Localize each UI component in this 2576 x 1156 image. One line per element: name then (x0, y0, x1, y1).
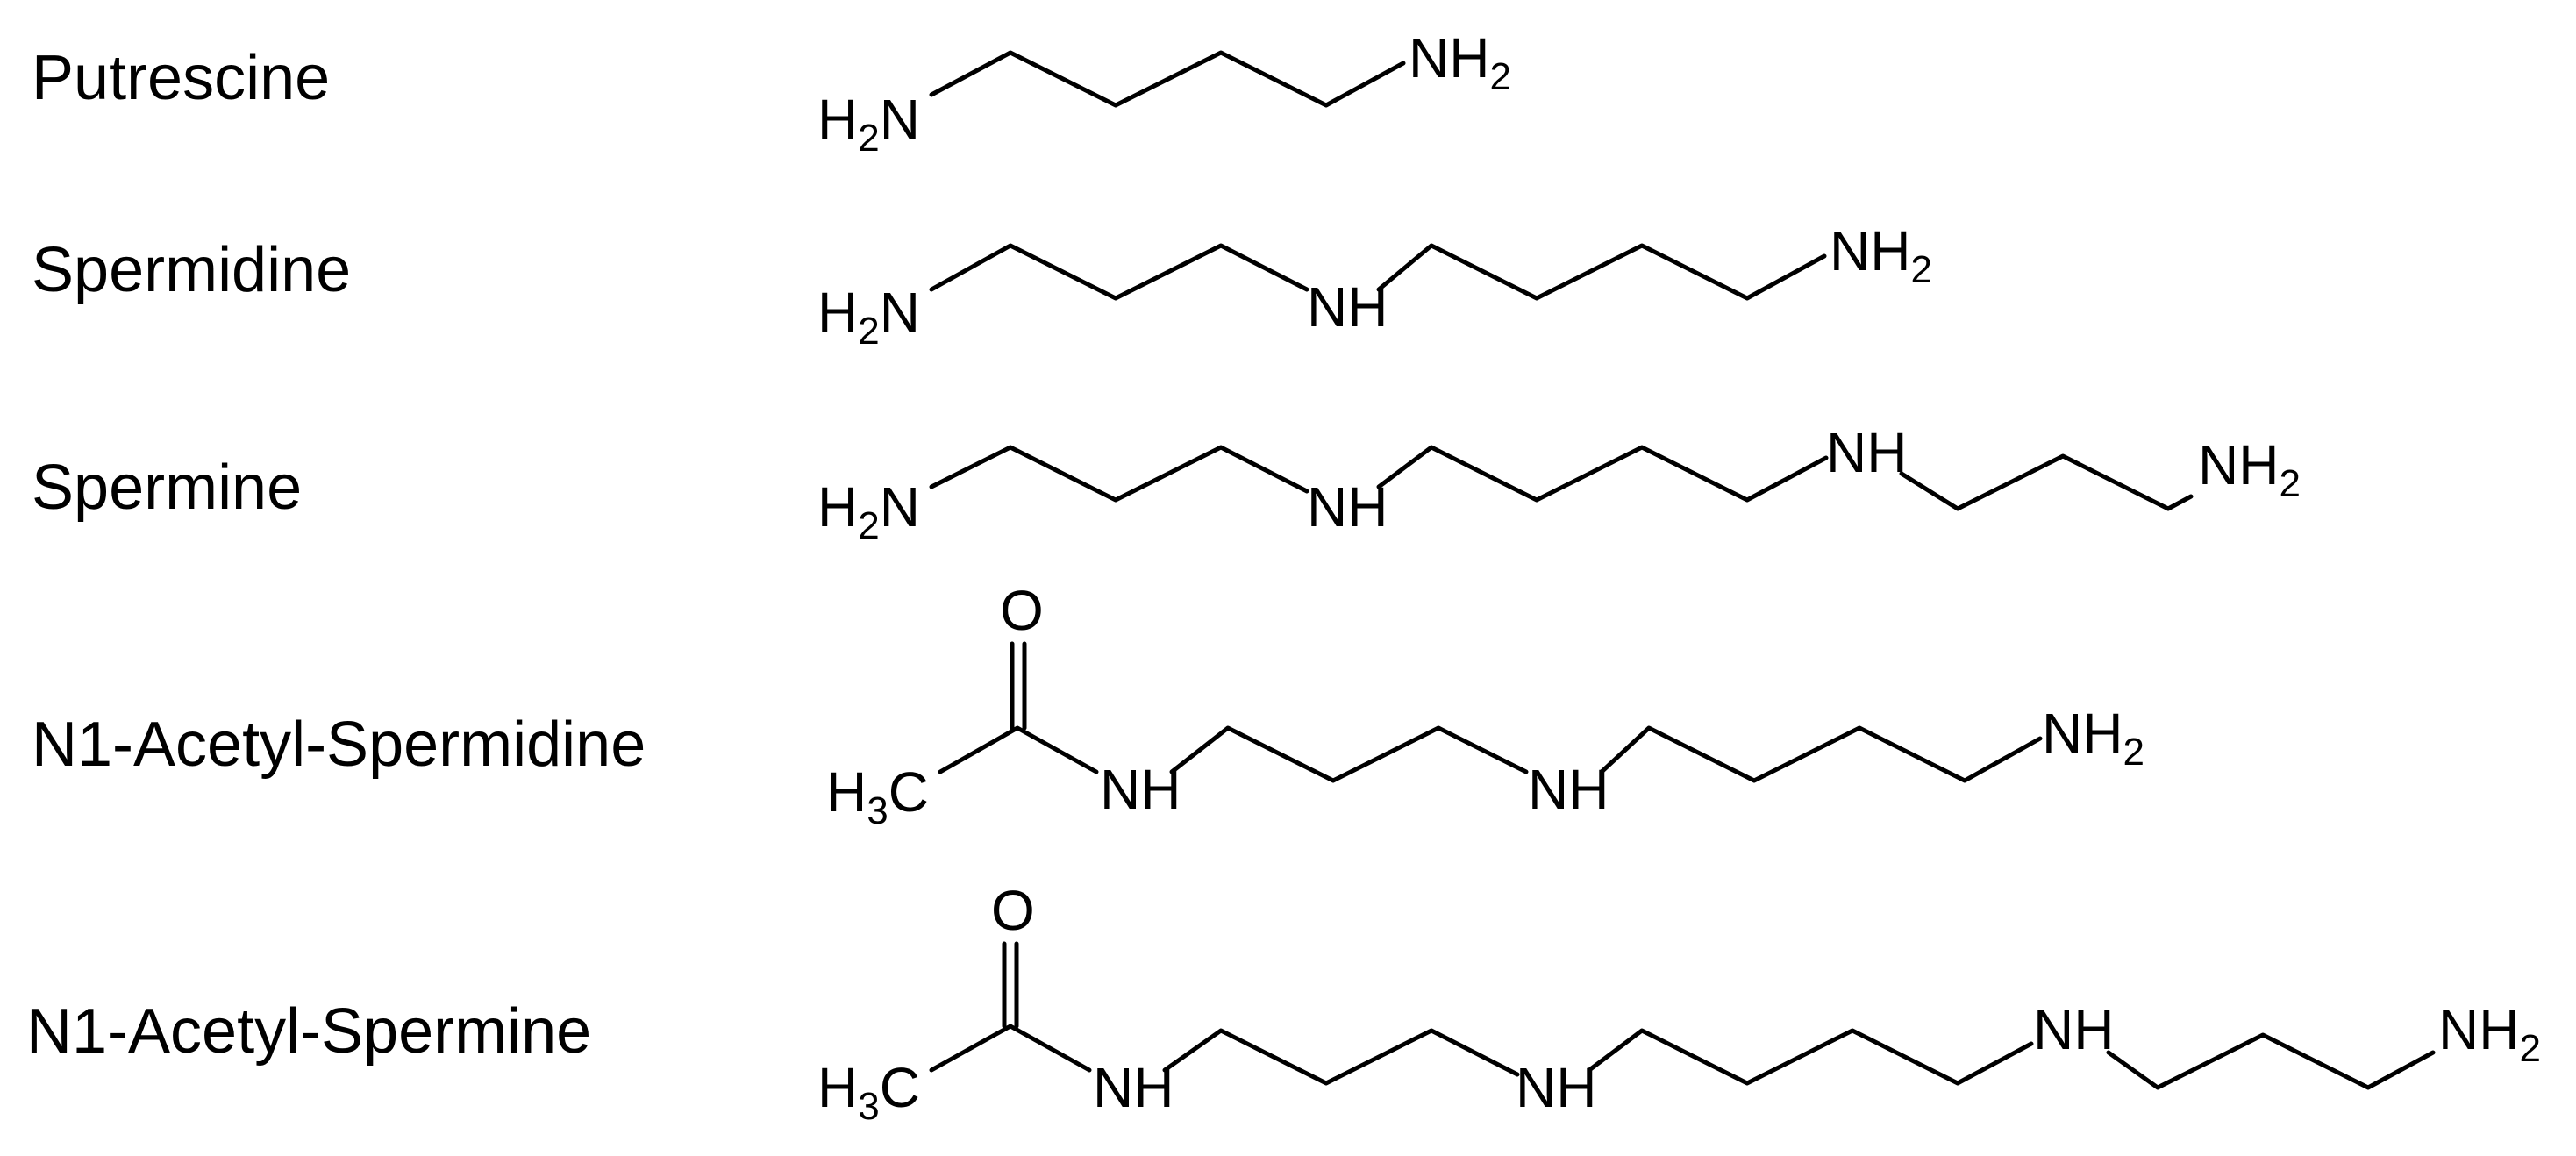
propyl-chain-left (1162, 1028, 1520, 1086)
group-amide-nh: NH (1093, 1056, 1174, 1119)
group-nh2: NH2 (2198, 433, 2301, 505)
propyl-chain (1169, 725, 1529, 783)
group-nh: NH (1307, 275, 1388, 339)
compound-putrescine: Putrescine H2N NH2 (32, 26, 1511, 160)
carbon-chain (929, 50, 1406, 108)
group-h2n: H2N (817, 475, 920, 547)
propyl-chain-left (929, 445, 1309, 503)
group-nh-1: NH (1516, 1056, 1596, 1119)
propyl-chain-right (2106, 1032, 2436, 1090)
compound-name-putrescine: Putrescine (32, 43, 330, 113)
compound-name-n1-acetyl-spermidine: N1-Acetyl-Spermidine (32, 710, 646, 780)
group-nh-1: NH (1307, 475, 1388, 539)
group-carbonyl-o: O (991, 879, 1035, 942)
propyl-chain (929, 243, 1309, 301)
compound-n1-acetyl-spermine: N1-Acetyl-Spermine O H3C NH NH NH NH2 (26, 879, 2541, 1128)
butyl-chain (1599, 725, 2043, 783)
acetyl-bonds (929, 1024, 1092, 1073)
group-nh2: NH2 (2438, 998, 2541, 1070)
butyl-chain (1587, 1028, 2034, 1086)
group-carbonyl-o: O (1000, 579, 1044, 642)
group-amide-nh: NH (1100, 758, 1181, 821)
compound-n1-acetyl-spermidine: N1-Acetyl-Spermidine O H3C NH NH NH2 (32, 579, 2144, 832)
group-h2n: H2N (817, 88, 920, 160)
group-nh: NH (1528, 758, 1609, 821)
compound-name-n1-acetyl-spermine: N1-Acetyl-Spermine (26, 996, 591, 1067)
acetyl-bonds (938, 725, 1099, 774)
group-nh-2: NH (2033, 998, 2114, 1061)
group-nh2: NH2 (2042, 702, 2144, 774)
compound-name-spermine: Spermine (32, 453, 302, 523)
compound-spermine: Spermine H2N NH NH NH2 (32, 421, 2301, 547)
group-h3c: H3C (817, 1056, 920, 1128)
group-nh-2: NH (1826, 421, 1907, 484)
group-h3c: H3C (826, 760, 929, 832)
butyl-chain (1376, 243, 1827, 301)
propyl-chain-right (1899, 453, 2194, 511)
compound-spermidine: Spermidine H2N NH NH2 (32, 219, 1932, 353)
butyl-chain (1376, 445, 1829, 503)
group-nh2: NH2 (1409, 26, 1511, 98)
compound-name-spermidine: Spermidine (32, 235, 351, 305)
group-h2n: H2N (817, 281, 920, 353)
group-nh2: NH2 (1830, 219, 1932, 291)
